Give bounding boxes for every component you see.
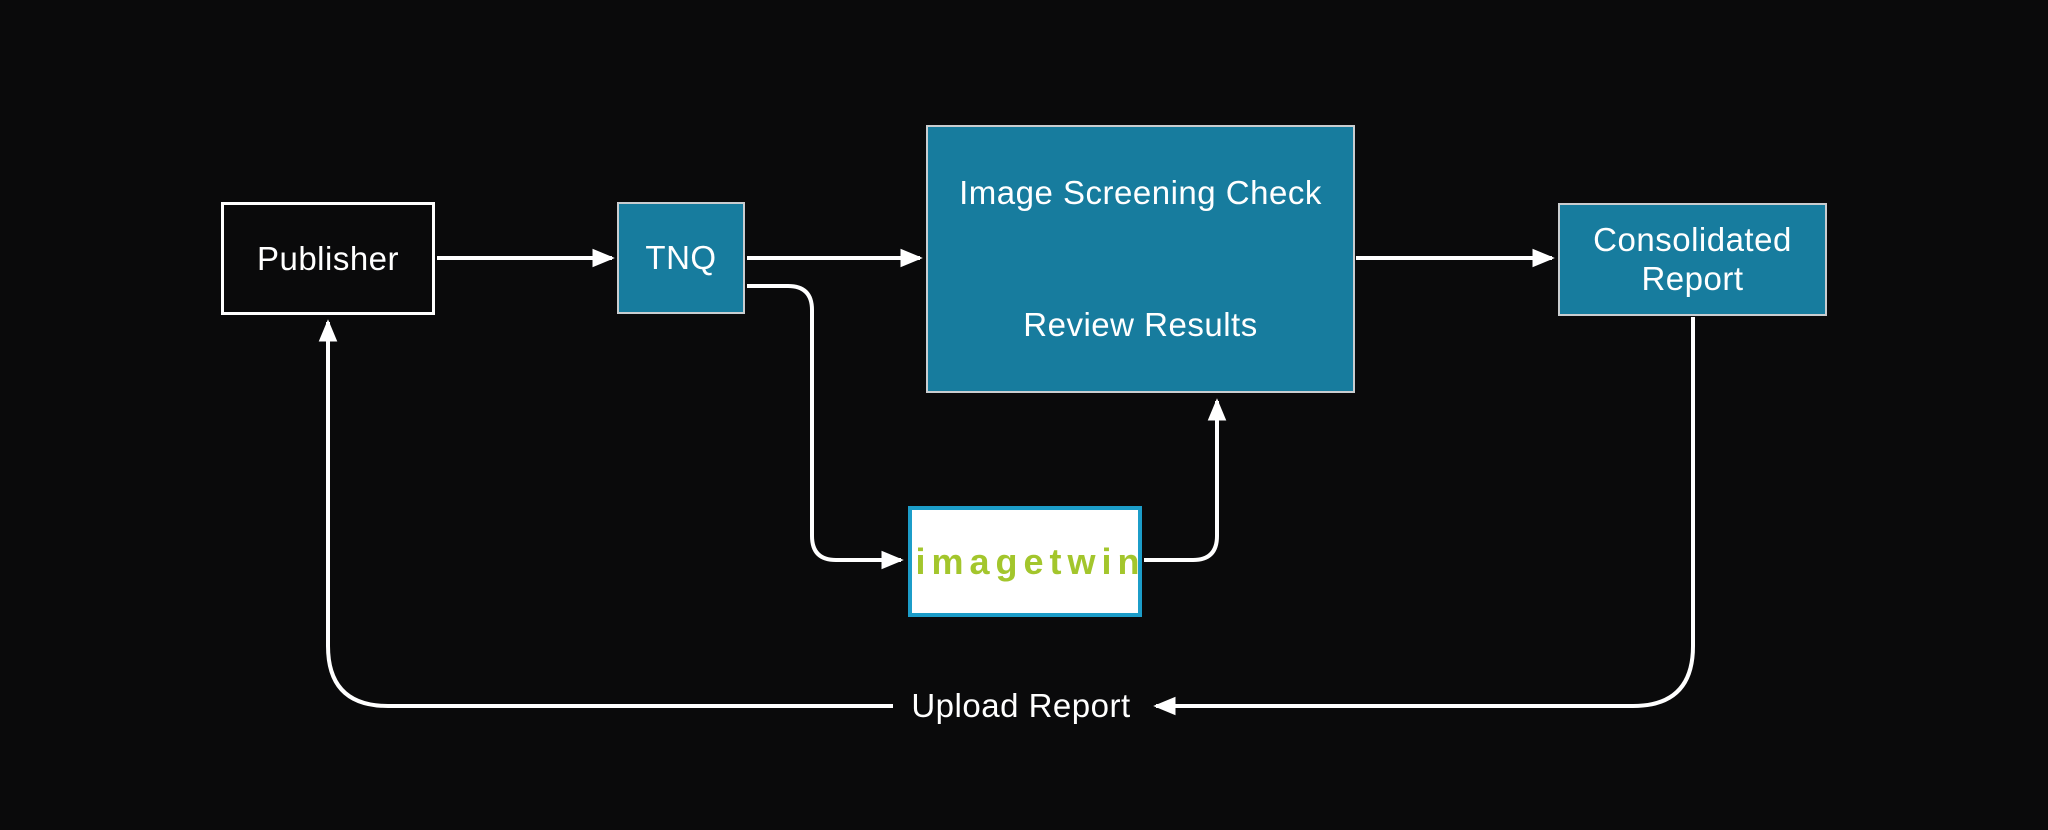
screening-bottom-section: Review Results [928, 259, 1353, 391]
imagetwin-node: imagetwin [908, 506, 1142, 617]
tnq-label: TNQ [645, 239, 717, 276]
upload-report-text: Upload Report [911, 687, 1131, 724]
publisher-node: Publisher [221, 202, 435, 315]
consolidated-report-node: Consolidated Report [1558, 203, 1827, 316]
tnq-node: TNQ [617, 202, 745, 314]
screening-bottom-label: Review Results [1023, 306, 1258, 343]
arrow-upload-label-to-publisher [318, 319, 893, 708]
arrow-tnq-to-imagetwin [747, 284, 904, 570]
arrow-consolidated-to-upload-label [1153, 317, 1695, 716]
consolidated-report-label: Consolidated Report [1593, 220, 1792, 297]
imagetwin-wordmark: imagetwin [915, 540, 1146, 582]
screening-top-label: Image Screening Check [959, 174, 1322, 211]
arrow-imagetwin-to-screening [1144, 398, 1227, 562]
upload-report-label: Upload Report [900, 685, 1142, 727]
screening-top-section: Image Screening Check [928, 127, 1353, 259]
screening-node: Image Screening Check Review Results [926, 125, 1355, 393]
publisher-label: Publisher [256, 239, 400, 277]
